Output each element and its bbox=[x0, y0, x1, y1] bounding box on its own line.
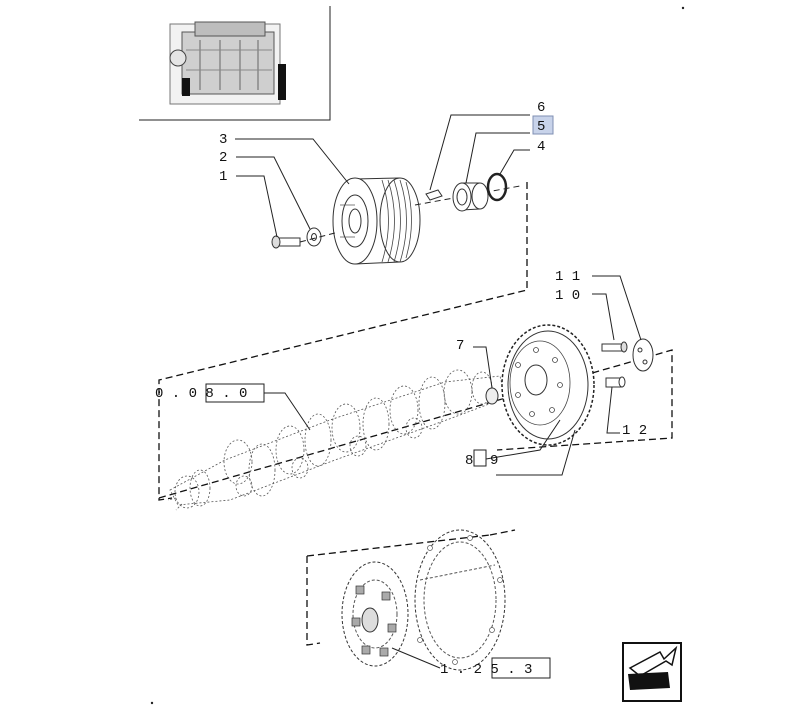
callout-3: 3 bbox=[219, 132, 227, 148]
callout-4: 4 bbox=[537, 139, 545, 155]
spacer-ring[interactable] bbox=[452, 182, 489, 212]
ref-box-8 bbox=[473, 449, 487, 467]
pulley-bolt[interactable] bbox=[271, 235, 301, 249]
next-page-arrow-icon[interactable] bbox=[622, 642, 682, 702]
pulley-group-frame bbox=[158, 182, 528, 501]
callout-9: 9 bbox=[490, 453, 498, 469]
retaining-plate[interactable] bbox=[632, 338, 654, 372]
callout-11: 1 1 bbox=[555, 269, 580, 285]
callout-8: 8 bbox=[465, 453, 473, 469]
clutch-disc[interactable] bbox=[341, 561, 409, 667]
callout-6: 6 bbox=[537, 100, 545, 116]
crankshaft[interactable] bbox=[167, 369, 506, 511]
flywheel-group-frame bbox=[158, 349, 673, 499]
o-ring[interactable] bbox=[486, 172, 508, 202]
ref-crankshaft[interactable]: 0 . 0 8 . 0 bbox=[155, 386, 247, 402]
flywheel[interactable] bbox=[501, 324, 595, 446]
callout-12: 1 2 bbox=[622, 423, 647, 439]
woodruff-key[interactable] bbox=[425, 189, 443, 201]
callout-5: 5 bbox=[537, 119, 545, 135]
callout-10: 1 0 bbox=[555, 288, 580, 304]
clutch-housing[interactable] bbox=[414, 529, 506, 671]
flywheel-bolt[interactable] bbox=[601, 341, 628, 353]
pilot-bushing[interactable] bbox=[485, 387, 499, 405]
callout-1: 1 bbox=[219, 169, 227, 185]
ref-box-clutch[interactable] bbox=[491, 657, 551, 679]
engine-thumbnail[interactable] bbox=[139, 6, 331, 121]
ref-clutch[interactable]: 1 . 2 5 . 3 bbox=[440, 662, 532, 678]
clutch-group-frame bbox=[306, 529, 516, 646]
highlight-box-5 bbox=[532, 115, 554, 135]
dowel-pin[interactable] bbox=[605, 376, 626, 388]
crankshaft-pulley[interactable] bbox=[332, 177, 421, 265]
callout-2: 2 bbox=[219, 150, 227, 166]
callout-7: 7 bbox=[456, 338, 464, 354]
